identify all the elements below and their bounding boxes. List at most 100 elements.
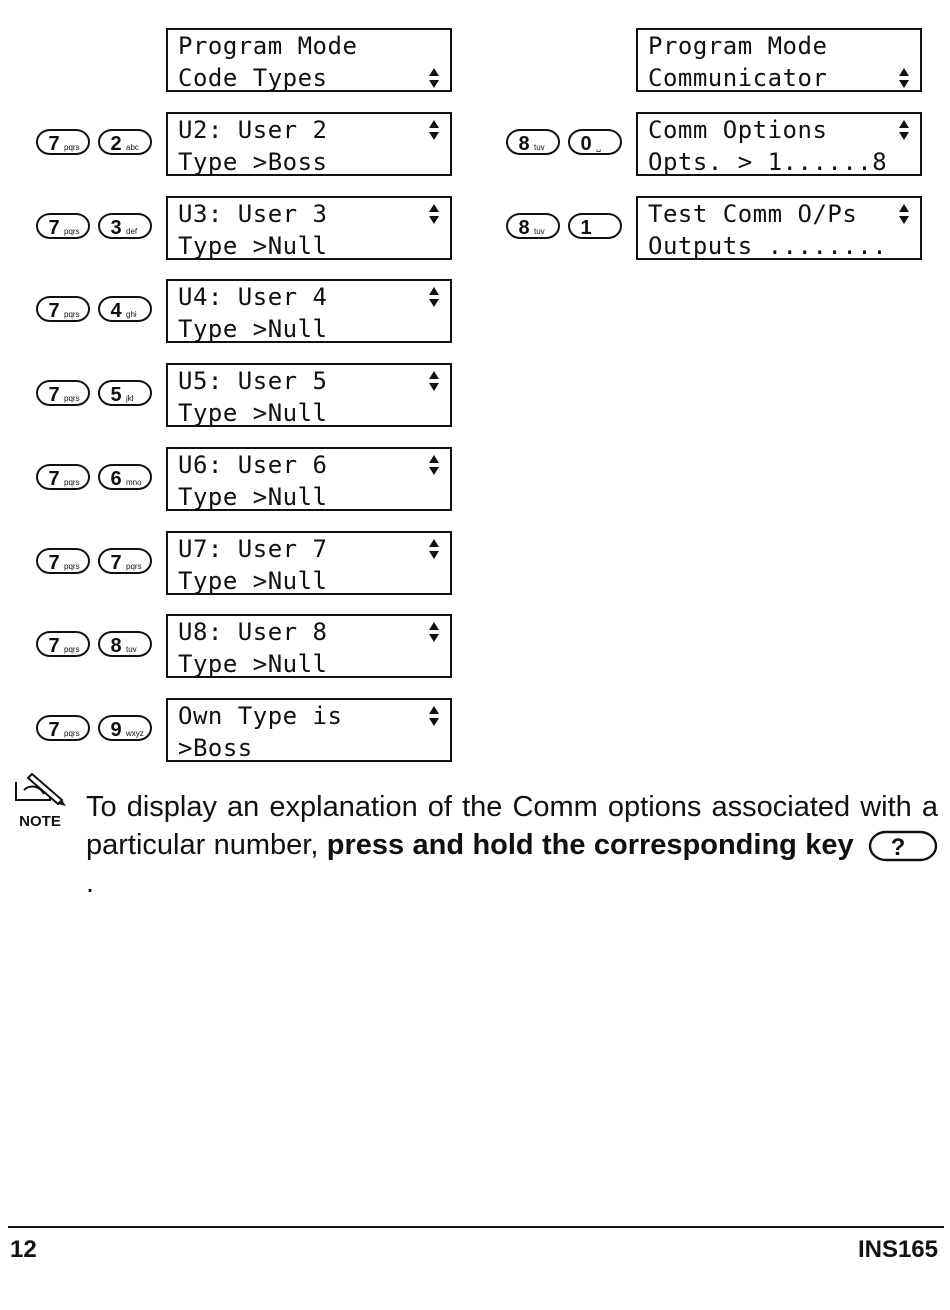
scroll-arrows-icon bbox=[429, 622, 439, 643]
keypad-key-4: 4 ghi bbox=[98, 296, 152, 323]
key-sequence: 7 pqrs 4 ghi bbox=[36, 295, 156, 325]
lcd-line: Program Mode bbox=[178, 32, 358, 60]
lcd-line: Type >Null bbox=[178, 482, 328, 511]
scroll-arrows-icon bbox=[429, 120, 439, 140]
lcd-line: U7: User 7 bbox=[178, 534, 328, 563]
keypad-key-7: 7 pqrs bbox=[36, 380, 90, 407]
key-digit: 4 bbox=[110, 300, 122, 322]
scroll-arrows-icon bbox=[429, 371, 439, 392]
key-letters: pqrs bbox=[64, 478, 80, 487]
key-digit: 7 bbox=[110, 552, 121, 574]
key-letters: wxyz bbox=[125, 729, 144, 738]
keypad-key-8: 8 tuv bbox=[506, 212, 560, 239]
key-letters: pqrs bbox=[64, 310, 80, 319]
keypad-key-7: 7 pqrs bbox=[36, 296, 90, 323]
key-digit: 7 bbox=[48, 635, 59, 657]
key-letters: ␣ bbox=[596, 143, 601, 152]
scroll-arrows-icon bbox=[429, 705, 439, 726]
lcd-line: Own Type is bbox=[178, 701, 343, 730]
help-key-icon: ? bbox=[868, 831, 938, 862]
key-letters: tuv bbox=[534, 143, 545, 152]
key-digit: 5 bbox=[110, 384, 121, 406]
lcd-line: Type >Boss bbox=[178, 148, 328, 176]
note-pencil-icon: NOTE bbox=[15, 772, 66, 830]
scroll-arrows-icon bbox=[899, 120, 909, 140]
lcd-line: Communicator bbox=[648, 64, 828, 92]
scroll-arrows-icon bbox=[429, 287, 439, 308]
key-digit: 7 bbox=[48, 133, 59, 155]
key-digit: 7 bbox=[48, 552, 59, 574]
note-text-end: . bbox=[86, 867, 95, 899]
key-digit: 7 bbox=[48, 468, 59, 490]
key-sequence: 8 tuv 1 bbox=[506, 212, 626, 242]
keypad-key-0: 0␣ bbox=[568, 129, 622, 155]
key-digit: 7 bbox=[48, 300, 59, 322]
scroll-arrows-icon bbox=[899, 203, 909, 224]
key-letters: abc bbox=[126, 143, 139, 152]
key-letters: ghi bbox=[126, 310, 137, 319]
keypad-key-1: 1 bbox=[568, 212, 622, 239]
lcd-line: Comm Options bbox=[648, 116, 828, 144]
lcd-line: Type >Null bbox=[178, 566, 328, 595]
key-letters: pqrs bbox=[64, 394, 80, 403]
key-letters: jkl bbox=[125, 394, 134, 403]
lcd-line: Outputs ........ bbox=[648, 231, 888, 260]
keypad-key-5: 5 jkl bbox=[98, 380, 152, 407]
lcd-line: Type >Null bbox=[178, 650, 328, 679]
lcd-line: Program Mode bbox=[648, 32, 828, 60]
lcd-line: Test Comm O/Ps bbox=[648, 199, 858, 228]
lcd-line: U8: User 8 bbox=[178, 618, 328, 647]
key-letters: mno bbox=[126, 478, 142, 487]
keypad-key-7: 7 pqrs bbox=[36, 463, 90, 490]
lcd-display: Own Type is>Boss bbox=[166, 697, 452, 762]
note-label: NOTE bbox=[19, 813, 61, 830]
scroll-arrows-icon bbox=[429, 454, 439, 475]
key-letters: def bbox=[126, 227, 138, 236]
key-digit: 7 bbox=[48, 384, 59, 406]
key-digit: 1 bbox=[580, 217, 591, 239]
lcd-line: Opts. > 1......8 bbox=[648, 148, 888, 176]
lcd-right-header: Program Mode Communicator bbox=[636, 28, 922, 92]
lcd-line: U2: User 2 bbox=[178, 116, 328, 144]
lcd-line: U4: User 4 bbox=[178, 283, 328, 312]
key-digit: 8 bbox=[518, 217, 529, 239]
key-digit: 3 bbox=[110, 217, 121, 239]
keypad-key-2: 2 abc bbox=[98, 129, 152, 155]
help-key-symbol: ? bbox=[891, 834, 906, 861]
keypad-key-7: 7 pqrs bbox=[36, 212, 90, 239]
key-digit: 2 bbox=[110, 133, 121, 155]
key-digit: 7 bbox=[48, 217, 59, 239]
footer-rule bbox=[8, 1226, 944, 1228]
key-letters: pqrs bbox=[64, 227, 80, 236]
key-letters: tuv bbox=[534, 227, 545, 236]
lcd-display: U8: User 8 Type >Null bbox=[166, 614, 452, 679]
lcd-line: U3: User 3 bbox=[178, 199, 328, 228]
key-sequence: 7 pqrs 3 def bbox=[36, 212, 156, 242]
key-sequence: 7 pqrs 6 mno bbox=[36, 463, 156, 493]
key-letters: pqrs bbox=[64, 729, 80, 738]
key-digit: 0 bbox=[580, 133, 591, 155]
document-id: INS165 bbox=[857, 1236, 938, 1263]
page-number: 12 bbox=[10, 1236, 37, 1263]
lcd-display: U7: User 7 Type >Null bbox=[166, 530, 452, 595]
key-digit: 6 bbox=[110, 468, 121, 490]
scroll-arrows-icon bbox=[429, 203, 439, 224]
keypad-key-3: 3 def bbox=[98, 212, 152, 239]
key-digit: 9 bbox=[110, 719, 121, 741]
key-sequence: 7 pqrs 5 jkl bbox=[36, 379, 156, 409]
